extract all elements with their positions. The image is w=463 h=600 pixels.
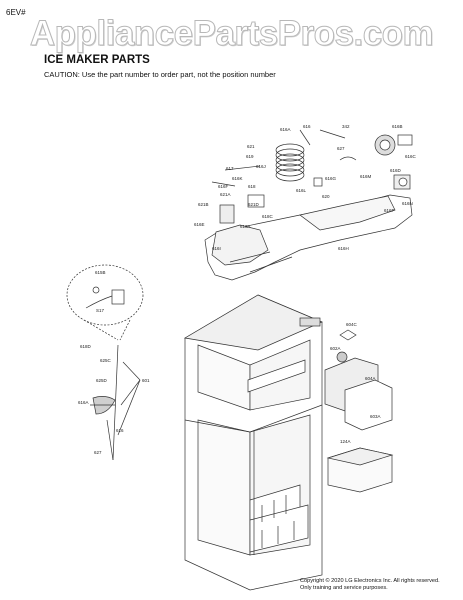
svg-text:615B: 615B [95,270,106,275]
svg-text:618A: 618A [240,224,251,229]
ice-bin-tray-assembly [204,194,413,281]
svg-text:616: 616 [116,428,124,433]
icemaker-unit [324,329,393,431]
svg-text:618: 618 [248,184,256,189]
svg-text:124A: 124A [340,439,351,444]
water-valve [374,134,413,190]
coiled-tube [275,143,305,182]
copyright-notice: Copyright © 2020 LG Electronics Inc. All… [300,578,460,592]
svg-text:625C: 625C [100,358,112,363]
svg-text:616H: 616H [338,246,349,251]
svg-text:602A: 602A [330,346,341,351]
svg-text:342: 342 [342,124,350,129]
svg-text:616P: 616P [384,208,395,213]
svg-text:619: 619 [246,154,254,159]
svg-text:627: 627 [337,146,345,151]
svg-text:616E: 616E [194,222,205,227]
svg-text:616N: 616N [402,201,413,206]
page-code: 6EV# [6,8,26,17]
refrigerator-cabinet [183,294,323,591]
svg-text:603A: 603A [370,414,381,419]
svg-text:620: 620 [322,194,330,199]
copyright-line-2: Only training and service purposes. [300,585,388,591]
svg-text:616F: 616F [218,184,229,189]
svg-text:616D: 616D [390,168,402,173]
caution-note: CAUTION: Use the part number to order pa… [44,70,276,79]
page-title: ICE MAKER PARTS [44,54,150,66]
svg-text:616G: 616G [325,176,337,181]
water-supply-line [90,344,119,461]
svg-text:616K: 616K [232,176,243,181]
svg-text:616A: 616A [280,127,291,132]
svg-text:616L: 616L [296,188,307,193]
ice-bucket [326,447,394,493]
svg-text:621B: 621B [198,202,209,207]
svg-text:621: 621 [247,144,255,149]
detail-circle [66,264,144,326]
watermark: AppliancePartsPros.com [29,14,434,54]
svg-text:616C: 616C [405,154,417,159]
svg-text:627: 627 [94,450,102,455]
svg-text:616B: 616B [392,124,403,129]
svg-text:601: 601 [142,378,150,383]
callout-labels: 616A 616 342 616B 616C 616D 627 621 617 … [78,124,417,455]
svg-text:621A: 621A [220,192,231,197]
svg-text:618D: 618D [80,344,92,349]
svg-text:621D: 621D [248,202,260,207]
svg-text:604C: 604C [346,322,358,327]
svg-text:616A: 616A [78,400,89,405]
svg-text:S17: S17 [96,308,105,313]
svg-text:618C: 618C [262,214,274,219]
svg-text:617: 617 [226,166,234,171]
svg-text:625D: 625D [96,378,108,383]
svg-text:616M: 616M [360,174,372,179]
svg-text:616I: 616I [212,246,221,251]
svg-text:616: 616 [303,124,311,129]
svg-text:604A: 604A [365,376,376,381]
copyright-line-1: Copyright © 2020 LG Electronics Inc. All… [300,578,440,584]
svg-text:616J: 616J [256,164,266,169]
